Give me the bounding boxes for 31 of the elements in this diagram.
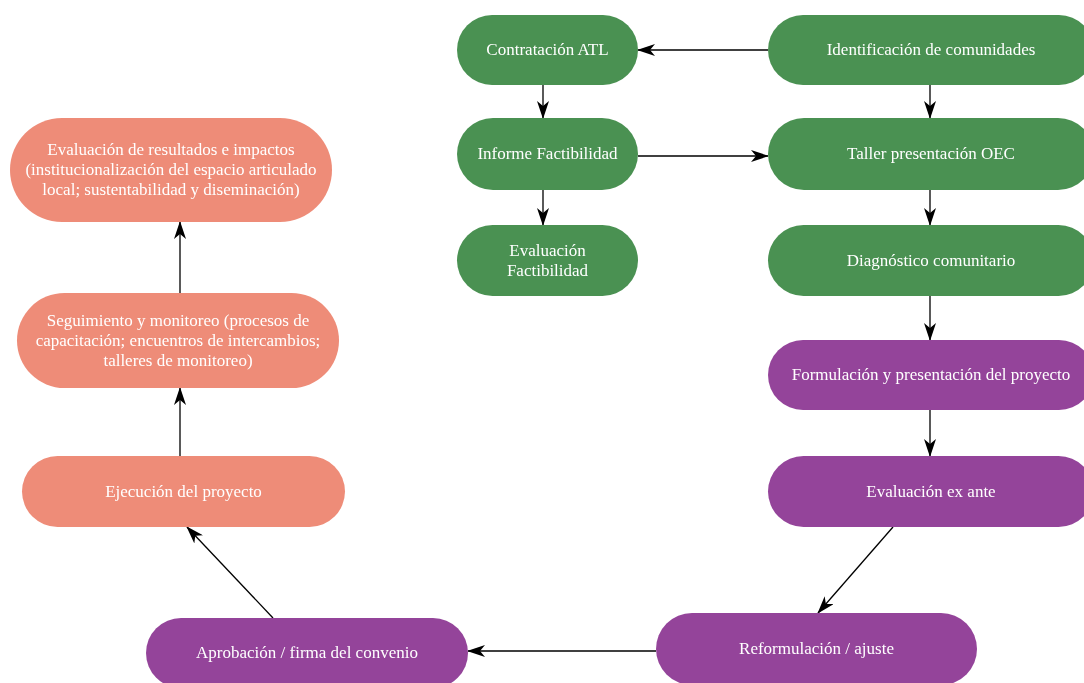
arrow [537, 84, 549, 119]
arrow [537, 189, 549, 226]
process-box [768, 225, 1084, 296]
node-label: Informe Factibilidad [477, 144, 618, 164]
arrow [174, 221, 186, 294]
arrow [924, 84, 936, 119]
node-label: Formulación y presentación del proyecto [791, 365, 1071, 385]
arrow [174, 387, 186, 457]
process-box [768, 15, 1084, 85]
arrow [467, 645, 657, 657]
node-label: Contratación ATL [486, 40, 609, 60]
process-box [768, 340, 1084, 410]
node-label: Evaluación Factibilidad [505, 240, 590, 281]
node-label: Identificación de comunidades [826, 40, 1036, 60]
process-box [768, 456, 1084, 527]
process-box [768, 118, 1084, 190]
node-label: Reformulación / ajuste [739, 639, 894, 659]
node-label: Ejecución del proyecto [105, 481, 262, 502]
node-label: Aprobación / firma del convenio [196, 643, 418, 663]
node-label: Evaluación ex ante [866, 481, 996, 502]
node-label: Seguimiento y monitoreo (procesos de capacitación; encuentros de intercambios; talleres de monitoreo) [34, 310, 322, 371]
arrow [637, 150, 769, 162]
node-label: Evaluación de resultados e impactos (institucionalización del espacio articulado local; sustentabilidad y diseminación) [24, 140, 318, 200]
arrow [924, 295, 936, 341]
arrow [186, 526, 274, 619]
arrow [924, 409, 936, 457]
arrow [817, 526, 894, 614]
arrow [924, 189, 936, 226]
node-label: Taller presentación OEC [847, 144, 1015, 164]
arrow [637, 44, 769, 56]
node-label: Diagnóstico comunitario [846, 250, 1016, 271]
